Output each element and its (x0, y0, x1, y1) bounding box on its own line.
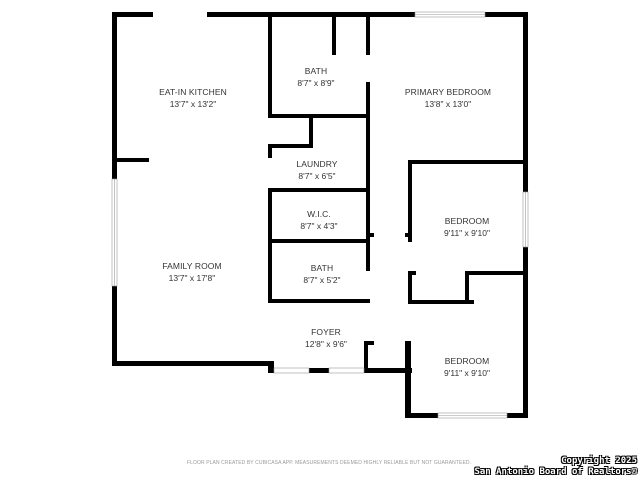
room-dimensions: 13'7" x 17'8" (168, 273, 216, 283)
room-dimensions: 8'7" x 8'9" (297, 78, 335, 88)
room-dimensions: 9'11" x 9'10" (444, 228, 490, 238)
room-label-bath-1: BATH 8'7" x 8'9" (297, 65, 334, 89)
room-dimensions: 8'7" x 5'2" (303, 275, 341, 285)
room-label-laundry: LAUNDRY 8'7" x 6'5" (296, 158, 337, 182)
room-label-foyer: FOYER 12'8" x 9'6" (305, 326, 347, 350)
room-dimensions: 9'11" x 9'10" (444, 368, 490, 378)
copyright-line-2: San Antonio Board of Realtors® (474, 467, 637, 477)
room-dimensions: 8'7" x 4'3" (300, 221, 338, 231)
room-name: BEDROOM (444, 356, 490, 366)
walls (112, 12, 528, 418)
room-label-bath-2: BATH 8'7" x 5'2" (303, 262, 340, 286)
copyright-watermark: Copyright 2025 San Antonio Board of Real… (474, 456, 637, 478)
room-dimensions: 8'7" x 6'5" (298, 171, 336, 181)
disclaimer-text: FLOOR PLAN CREATED BY CUBICASA APP. MEAS… (187, 460, 472, 466)
room-name: FOYER (311, 327, 341, 337)
room-dimensions: 13'8" x 13'0" (424, 99, 472, 109)
room-name: W.I.C. (307, 209, 331, 219)
room-name: PRIMARY BEDROOM (404, 87, 492, 97)
room-name: BEDROOM (444, 216, 490, 226)
room-name: EAT-IN KITCHEN (159, 87, 227, 97)
room-name: FAMILY ROOM (162, 261, 222, 271)
room-name: LAUNDRY (296, 159, 338, 169)
room-name: BATH (304, 66, 328, 76)
copyright-line-1: Copyright 2025 (561, 456, 637, 466)
room-label-wic: W.I.C. 8'7" x 4'3" (300, 208, 337, 232)
room-dimensions: 13'7" x 13'2" (169, 99, 217, 109)
room-name: BATH (310, 263, 334, 273)
room-label-eat-in-kitchen: EAT-IN KITCHEN 13'7" x 13'2" (159, 86, 227, 110)
room-label-bedroom-1: BEDROOM 9'11" x 9'10" (444, 215, 490, 239)
windows (111, 11, 529, 419)
room-dimensions: 12'8" x 9'6" (305, 339, 347, 349)
room-label-bedroom-2: BEDROOM 9'11" x 9'10" (444, 355, 490, 379)
room-label-primary-bedroom: PRIMARY BEDROOM 13'8" x 13'0" (405, 86, 491, 110)
room-label-family-room: FAMILY ROOM 13'7" x 17'8" (162, 260, 221, 284)
